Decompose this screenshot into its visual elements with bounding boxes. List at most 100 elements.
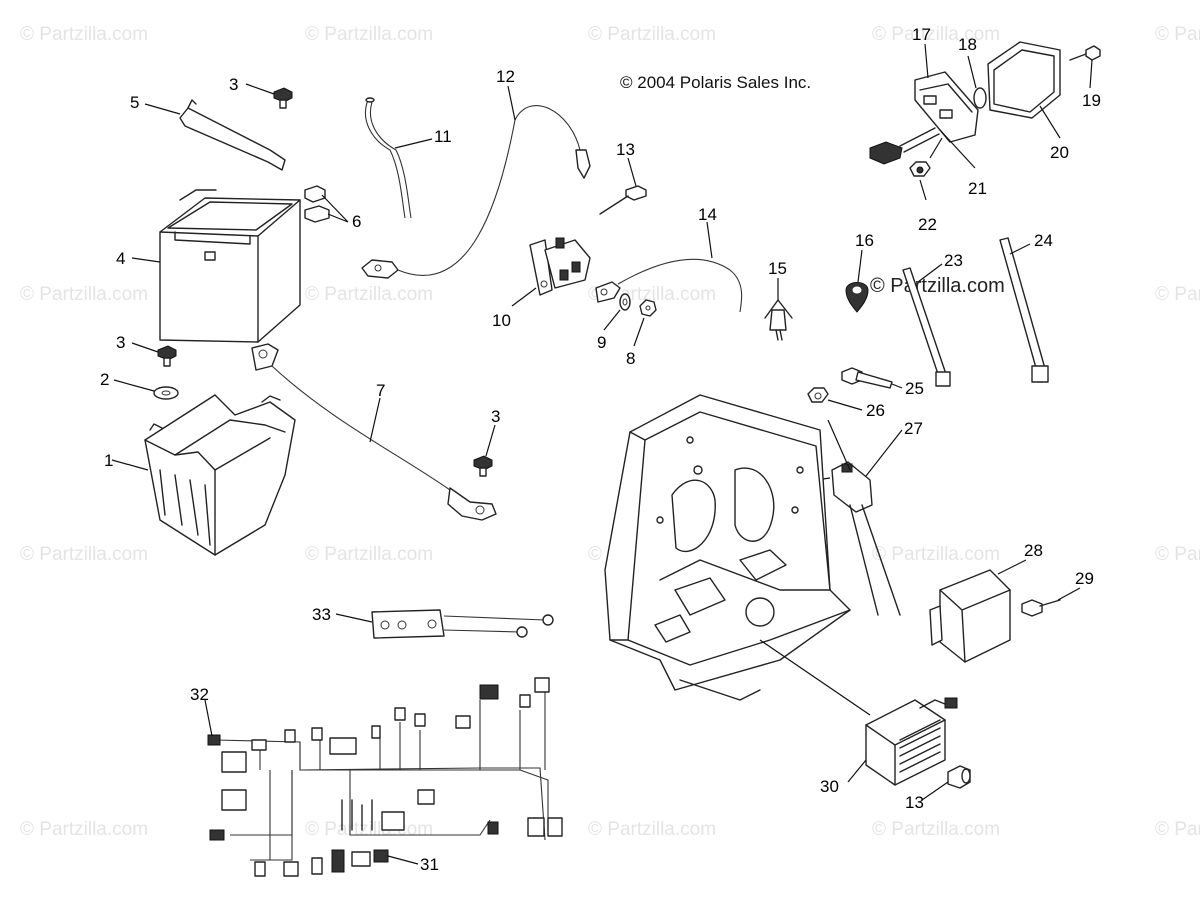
watermark: © Partzilla.com — [1155, 284, 1200, 305]
callout-12: 12 — [496, 67, 515, 86]
callout-31: 31 — [420, 855, 439, 874]
leader-7 — [369, 397, 381, 443]
leader-17 — [924, 43, 929, 79]
callout-4: 4 — [116, 249, 125, 268]
callout-27: 27 — [904, 419, 923, 438]
leader-25 — [891, 383, 903, 389]
watermark-grid: © Partzilla.com © Partzilla.com © Partzi… — [20, 24, 1200, 840]
callout-10: 10 — [492, 311, 511, 330]
leader-30 — [847, 759, 867, 783]
callout-9: 9 — [597, 333, 606, 352]
part-16-grommet[interactable] — [845, 282, 869, 313]
copyright-notice: © 2004 Polaris Sales Inc. — [620, 73, 811, 92]
watermark: © Partzilla.com — [1155, 544, 1200, 565]
part-27-relay[interactable] — [831, 461, 901, 616]
part-9-washer[interactable] — [619, 293, 631, 311]
leader-31 — [387, 855, 419, 865]
watermark: © Partzilla.com — [872, 24, 1000, 45]
part-13-screw-top[interactable] — [599, 185, 647, 215]
watermark: © Partzilla.com — [1155, 819, 1200, 840]
callout-6: 6 — [352, 212, 361, 231]
leader-30-frame — [759, 639, 871, 716]
part-19-screw[interactable] — [1069, 45, 1101, 61]
mounting-frame-panel[interactable] — [604, 394, 851, 701]
part-12-cable[interactable] — [361, 105, 591, 279]
part-14-cable[interactable] — [595, 258, 743, 313]
part-24-strap[interactable] — [999, 237, 1049, 383]
callout-14: 14 — [698, 205, 717, 224]
leader-32 — [204, 699, 213, 737]
leader-3a — [245, 83, 275, 95]
part-15-clip[interactable] — [764, 299, 793, 341]
part-1-battery-box[interactable] — [144, 394, 296, 556]
callout-20: 20 — [1050, 143, 1069, 162]
watermark: © Partzilla.com — [1155, 24, 1200, 45]
part-2-washer[interactable] — [153, 386, 179, 400]
callout-5: 5 — [130, 93, 139, 112]
leader-9 — [603, 309, 621, 331]
part-20-cover[interactable] — [987, 41, 1061, 119]
callout-8: 8 — [626, 349, 635, 368]
watermark: © Partzilla.com — [20, 819, 148, 840]
callout-3: 3 — [116, 333, 125, 352]
part-3-bolt-top[interactable] — [273, 87, 293, 109]
leader-19 — [1089, 59, 1093, 89]
part-4-battery[interactable] — [159, 189, 301, 343]
watermark: © Partzilla.com — [305, 24, 433, 45]
part-13-screw-bottom[interactable] — [947, 765, 971, 789]
leader-20 — [1039, 105, 1061, 139]
part-17-bracket[interactable] — [914, 71, 979, 143]
callout-24: 24 — [1034, 231, 1053, 250]
callout-29: 29 — [1075, 569, 1094, 588]
part-7-cable[interactable] — [251, 343, 497, 521]
watermark: © Partzilla.com — [20, 284, 148, 305]
part-18-bulb[interactable] — [973, 87, 987, 109]
callout-3: 3 — [491, 407, 500, 426]
part-23-strap[interactable] — [902, 267, 951, 387]
leader-28 — [997, 559, 1027, 575]
leader-24 — [1009, 243, 1031, 255]
leader-12 — [507, 85, 516, 121]
part-10-solenoid[interactable] — [529, 237, 591, 296]
part-28-module[interactable] — [929, 569, 1011, 663]
callout-11: 11 — [434, 127, 452, 146]
watermark: © Partzilla.com — [20, 24, 148, 45]
leader-3c — [485, 424, 496, 457]
callout-13: 13 — [905, 793, 924, 812]
leader-3b — [131, 342, 159, 353]
leader-1 — [111, 459, 149, 471]
part-3-bolt-left[interactable] — [157, 345, 177, 367]
part-5-battery-strap[interactable] — [179, 99, 286, 171]
watermark: © Partzilla.com — [305, 544, 433, 565]
leader-14 — [706, 221, 713, 259]
leader-13a — [627, 157, 637, 187]
watermark: © Partzilla.com — [872, 544, 1000, 565]
leader-5 — [144, 103, 181, 115]
callout-17: 17 — [912, 25, 931, 44]
part-8-nut[interactable] — [639, 299, 657, 317]
part-3-bolt-mid[interactable] — [473, 455, 493, 477]
leader-10 — [511, 287, 537, 307]
part-22-nut[interactable] — [909, 161, 931, 177]
part-30-module[interactable] — [865, 697, 958, 786]
part-31-wiring-harness[interactable] — [207, 677, 563, 877]
part-29-screw[interactable] — [1021, 599, 1061, 617]
part-25-bolt[interactable] — [841, 367, 893, 389]
leader-22b — [929, 137, 943, 159]
callout-13: 13 — [616, 140, 635, 159]
callout-28: 28 — [1024, 541, 1043, 560]
leader-26 — [827, 399, 863, 411]
callout-25: 25 — [905, 379, 924, 398]
leader-23 — [917, 263, 943, 283]
callout-23: 23 — [944, 251, 963, 270]
leader-2 — [113, 379, 155, 392]
part-26-nut[interactable] — [807, 387, 829, 403]
callout-2: 2 — [100, 370, 109, 389]
callout-16: 16 — [855, 231, 874, 250]
part-33-sub-harness[interactable] — [371, 609, 554, 639]
part-11-wire[interactable] — [364, 97, 412, 219]
callout-18: 18 — [958, 35, 977, 54]
part-6-clips[interactable] — [304, 185, 330, 223]
callout-7: 7 — [376, 381, 385, 400]
part-21-connector[interactable] — [869, 127, 940, 165]
